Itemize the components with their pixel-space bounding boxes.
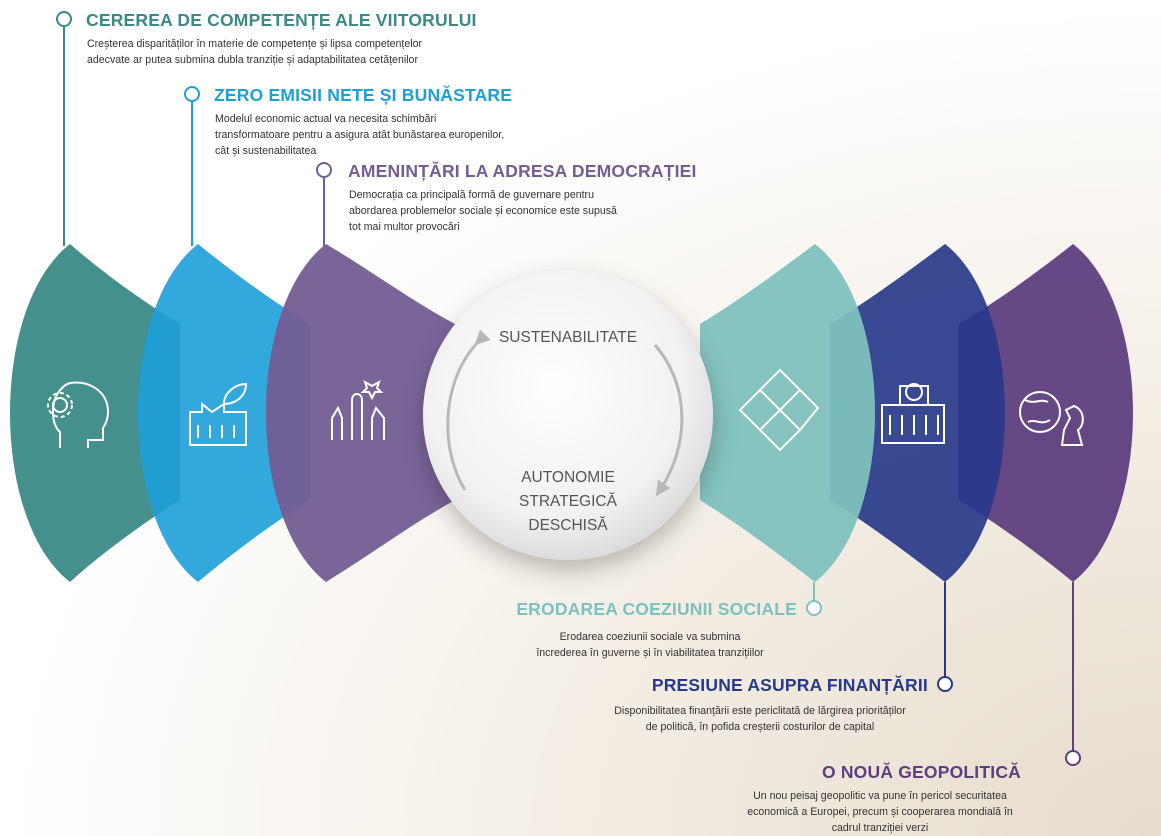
connector-2 [184,86,200,246]
segment-violet [958,244,1133,582]
challenge-title-geopolitics: O NOUĂ GEOPOLITICĂ [821,762,1021,782]
challenge-desc-social-cohesion: Erodarea coeziunii sociale va submina în… [536,631,764,659]
connector-4 [806,582,822,616]
connector-5 [937,582,953,692]
challenge-desc-skills: Creșterea disparităților în materie de c… [87,38,423,66]
connected-hands-icon [738,368,820,452]
cycle-arrow-left [446,329,491,491]
challenge-title-financing: PRESIUNE ASUPRA FINANȚĂRII [651,675,928,695]
raised-hands-icon [331,379,385,440]
head-gear-icon [47,381,110,448]
segment-navy [830,244,1005,582]
center-label-top: SUSTENABILITATE [498,329,638,346]
challenge-desc-financing: Disponibilitatea finanțării este pericli… [614,705,906,733]
challenge-desc-net-zero: Modelul economic actual va necesita schi… [215,113,505,157]
globe-chess-icon [1019,391,1084,446]
connector-3 [316,162,332,246]
connector-6 [1065,582,1081,766]
bank-euro-icon [881,383,945,444]
challenge-title-democracy: AMENINȚĂRI LA ADRESA DEMOCRAȚIEI [348,161,697,181]
challenge-desc-geopolitics: Un nou peisaj geopolitic va pune în peri… [747,790,1013,834]
segment-light-teal [700,244,875,582]
challenge-desc-democracy: Democrația ca principală formă de guvern… [349,189,617,233]
connector-1 [56,11,72,246]
center-label-bottom: AUTONOMIE STRATEGICĂ DESCHISĂ [519,469,617,534]
challenge-title-skills: CEREREA DE COMPETENȚE ALE VIITORULUI [86,10,477,30]
challenge-title-social-cohesion: ERODAREA COEZIUNII SOCIALE [516,599,797,619]
factory-leaf-icon [189,382,248,446]
challenge-title-net-zero: ZERO EMISII NETE ȘI BUNĂSTARE [214,85,513,105]
segment-skills [10,244,180,582]
segment-democracy [266,244,455,582]
center-circle [423,270,713,560]
cycle-arrow-right [653,344,684,497]
